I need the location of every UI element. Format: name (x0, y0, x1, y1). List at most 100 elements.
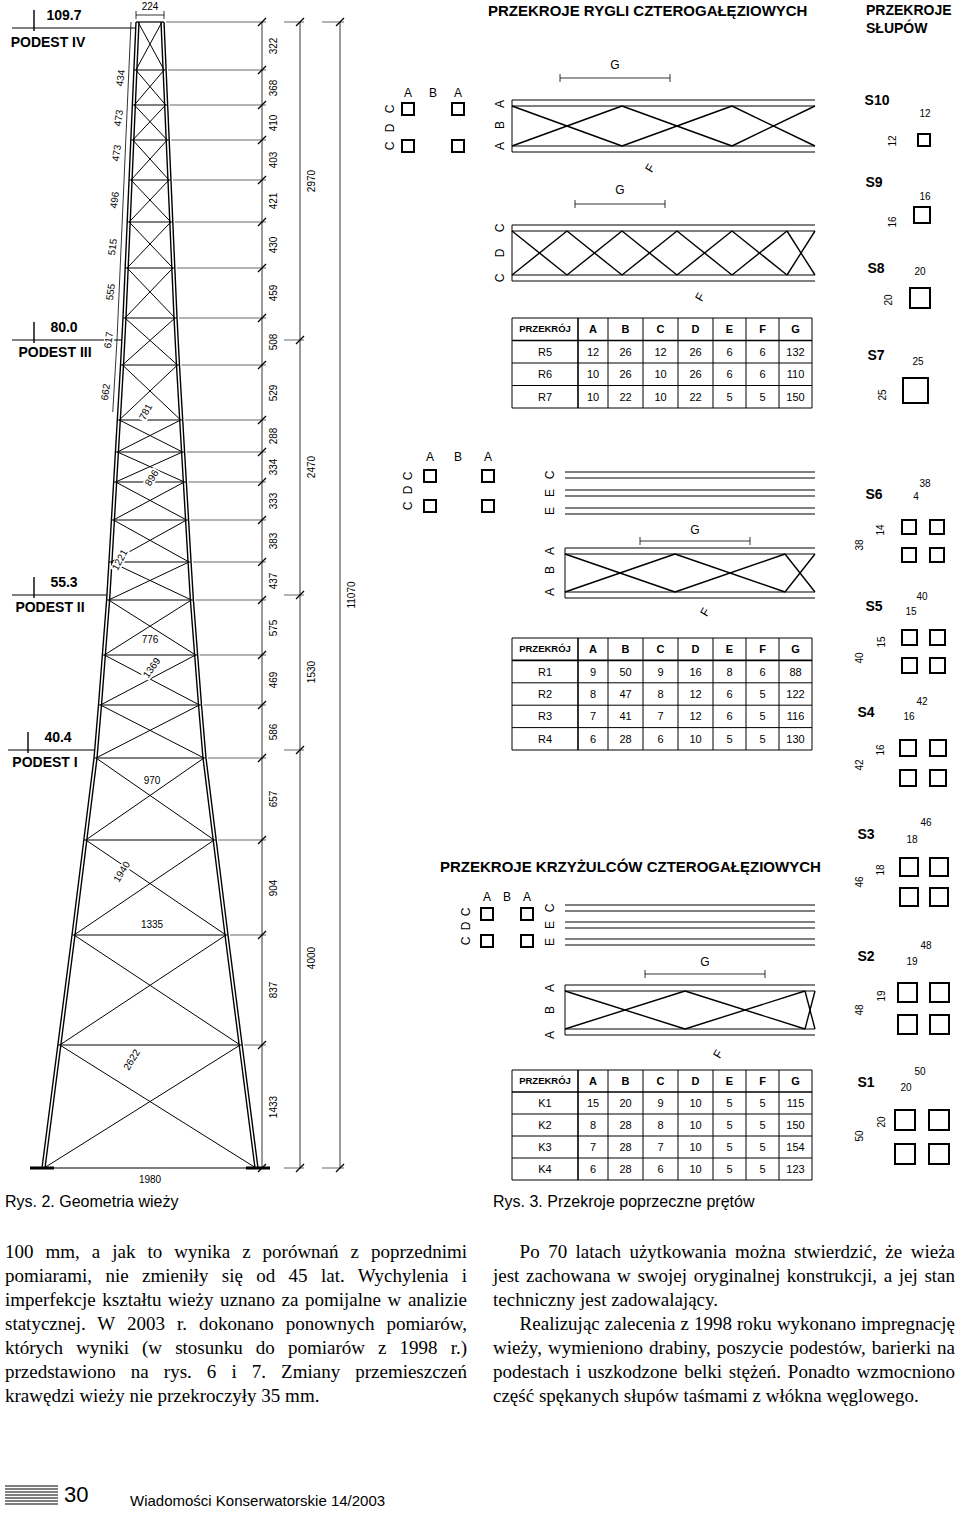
extension-line (168, 70, 266, 71)
section-square (452, 140, 464, 152)
dimension-label: 403 (269, 151, 279, 170)
truss-chord (565, 591, 815, 592)
table-cell: 8 (656, 689, 664, 700)
dimension-tick (258, 931, 266, 939)
section-letter: C (460, 907, 472, 918)
level-label: 109.7 (45, 8, 82, 22)
truss-chord (512, 99, 815, 100)
table-cell: G (790, 644, 801, 655)
dimension-label: 334 (269, 458, 279, 477)
section-square (900, 858, 918, 876)
dimension-label: 46 (919, 818, 932, 828)
level-line (12, 28, 136, 29)
section-letter: B (544, 565, 556, 575)
section-square (402, 103, 414, 115)
tower-brace (125, 318, 178, 365)
section-letter: A (425, 451, 435, 463)
table-cell: PRZEKRÓJ (518, 1076, 572, 1086)
caption: Rys. 2. Geometria wieży (5, 1192, 178, 1211)
table-cell: 9 (589, 666, 597, 677)
dimension-label: 25 (911, 357, 924, 367)
table-rule (713, 318, 714, 408)
tower-footing (30, 1167, 54, 1170)
tower-brace (44, 1045, 240, 1168)
truss-diagonal (675, 554, 785, 592)
dimension-label: 48 (855, 1003, 865, 1016)
table-rule (577, 638, 579, 750)
section-square (900, 740, 916, 756)
table-cell: 6 (758, 369, 766, 380)
section-letter: A (453, 87, 463, 99)
table-cell: E (725, 1076, 734, 1087)
tower-brace (104, 655, 199, 705)
dimension-label: 2622 (121, 1047, 142, 1073)
table-rule (678, 318, 679, 408)
table-cell: 12 (688, 689, 702, 700)
dimension-label: 781 (137, 401, 155, 422)
dimension-label: 42 (915, 697, 928, 707)
dimension-line (575, 204, 665, 205)
truss-chord (565, 547, 815, 548)
table-rule (608, 318, 609, 408)
table-cell: 116 (786, 711, 806, 722)
table-cell: B (621, 1076, 631, 1087)
truss-chord (512, 224, 815, 225)
table-cell: 7 (656, 1142, 664, 1153)
table-cell: F (758, 1076, 767, 1087)
section-square (930, 983, 949, 1002)
column-label: S5 (864, 599, 883, 613)
table-cell: G (790, 324, 801, 335)
section-letter: A (403, 87, 413, 99)
truss-diagonal (567, 231, 622, 275)
dimension-label: 459 (269, 284, 279, 303)
body-text: Po 70 latach użytkowania można stwierdzi… (493, 1240, 955, 1312)
section-letter: C (544, 903, 556, 914)
truss-diagonal (567, 231, 622, 275)
column-label: S1 (856, 1075, 875, 1089)
table-cell: D (691, 324, 701, 335)
dimension-tick (258, 1041, 266, 1049)
tower-brace (127, 268, 175, 318)
extension-line (185, 420, 266, 421)
section-square (895, 1110, 915, 1130)
table-rule (779, 1070, 780, 1180)
table-cell: C (656, 1076, 666, 1087)
dimension-label: 20 (884, 293, 894, 306)
truss-diagonal (732, 231, 787, 275)
section-square (898, 983, 917, 1002)
section-square (929, 1144, 949, 1164)
dimension-label: 617 (103, 330, 116, 350)
column-label: S4 (856, 705, 875, 719)
section-square (914, 207, 930, 223)
dimension-line (645, 970, 646, 978)
table-cell: R1 (537, 666, 553, 677)
table-cell: R4 (537, 733, 553, 744)
section-letter: A (544, 546, 556, 556)
footer-rule (5, 1503, 58, 1504)
tower-brace (60, 1045, 256, 1168)
dimension-label: 288 (269, 427, 279, 446)
table-rule (512, 638, 513, 750)
table-cell: D (691, 644, 701, 655)
tower-girt (117, 419, 182, 420)
table-cell: 16 (688, 666, 702, 677)
tower-girt (58, 1044, 242, 1045)
section-square (930, 548, 944, 562)
extension-line (171, 140, 266, 141)
truss-diagonal (512, 106, 622, 146)
dimension-label: 575 (269, 618, 279, 637)
section-letter: G (699, 956, 710, 968)
truss-diagonal (787, 231, 815, 275)
tower-brace (96, 705, 200, 758)
level-marker (33, 10, 34, 31)
column-label: S3 (856, 827, 875, 841)
extension-line (177, 268, 266, 269)
table-cell: 8 (589, 689, 597, 700)
truss-diagonal (622, 106, 732, 146)
table-cell: 26 (618, 369, 632, 380)
table-rule (512, 727, 812, 728)
table-cell: 130 (785, 733, 805, 744)
truss-diagonal (805, 991, 815, 1029)
level-line (8, 750, 95, 751)
bar-line (565, 921, 815, 922)
